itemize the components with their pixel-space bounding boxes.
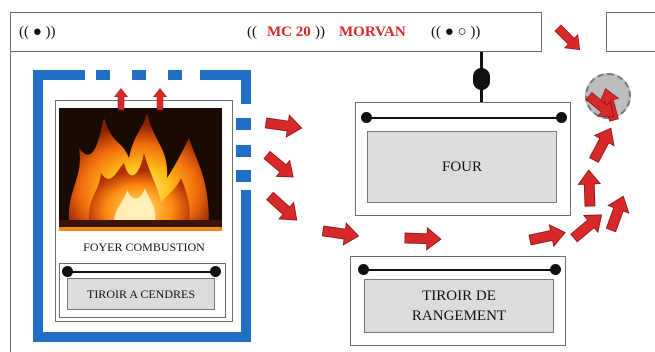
arrow-up-1 [114,88,128,111]
firebox-frame-top-seg3 [132,70,146,80]
storage-drawer-handle-bar [362,269,556,271]
arrow-flow-5 [404,226,442,251]
right-indicator: (( ● ○ )) [431,24,481,40]
model-close-paren: )) [315,24,325,40]
firebox-frame-right-seg2 [236,145,251,157]
firebox-frame-right-seg1 [236,118,251,130]
arrow-flow-7 [566,206,610,247]
ash-drawer-label: TIROIR A CENDRES [67,278,215,310]
model-open-paren: (( [247,24,257,40]
model-name: MC 20 [267,24,311,40]
flame-image [59,108,222,228]
firebox-frame-right-seg3 [236,170,251,182]
arrow-flow-8 [577,169,602,207]
grate-bar [59,227,222,231]
firebox-frame-top-seg2 [96,70,110,80]
storage-label-line1: TIROIR DE [422,288,496,304]
side-panel-box [606,12,655,52]
ash-drawer-handle-bar [66,271,216,273]
oven-knob-left [361,112,372,123]
firebox-frame-top-seg5 [200,70,251,80]
firebox-frame-left [33,70,43,342]
arrow-flow-3 [262,187,305,229]
storage-drawer-label: TIROIR DE RANGEMENT [364,279,554,333]
arrow-up-2 [153,88,167,111]
control-panel: (( ● )) (( MC 20 )) MORVAN (( ● ○ )) [10,12,542,52]
arrow-flow-9 [600,192,635,235]
left-indicator: (( ● )) [19,24,56,40]
storage-label-line2: RANGEMENT [411,308,507,324]
ash-drawer-knob-right [210,266,221,277]
arrow-flow-2 [259,146,301,186]
firebox-frame-top-seg1 [33,70,85,80]
oven-knob-right [556,112,567,123]
oven-label: FOUR [367,131,557,203]
oven-handle-bar [366,117,562,119]
storage-drawer-knob-left [358,264,369,275]
storage-drawer-knob-right [550,264,561,275]
oven-connector-knob [473,68,490,90]
arrow-flow-6 [527,221,568,252]
firebox-frame-bottom [33,332,251,342]
firebox-frame-right-lower [241,190,251,342]
arrow-flow-10 [583,122,622,166]
flame-icon [59,108,222,228]
brand-name: MORVAN [339,24,406,40]
ash-drawer-knob-left [62,266,73,277]
arrow-flow-4 [321,219,361,248]
firebox-frame-right-upper [241,70,251,104]
arrow-flow-1 [264,111,304,140]
firebox-frame-top-seg4 [168,70,182,80]
arrow-exhaust [551,21,587,57]
appliance-body [10,52,650,352]
firebox-label: FOYER COMBUSTION [83,240,205,254]
